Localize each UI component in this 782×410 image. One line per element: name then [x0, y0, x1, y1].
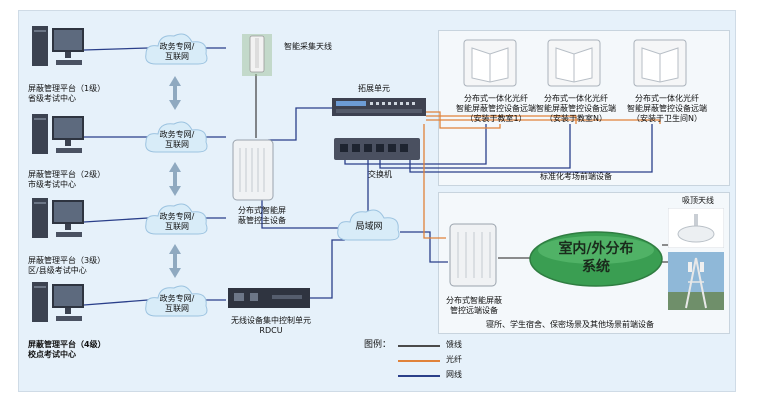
- remote-control-device-icon: [449, 223, 497, 287]
- platform-label-1: 屏蔽管理平台（1级） 省级考试中心: [28, 84, 105, 104]
- legend-label-network: 网线: [446, 370, 462, 379]
- platform-label-2: 屏蔽管理平台（2级） 市级考试中心: [28, 170, 105, 190]
- distribution-text: 系统: [582, 259, 610, 275]
- cloud-label-1: 政务专网/ 互联网: [142, 42, 212, 62]
- legend-label-fiber: 光纤: [446, 355, 462, 364]
- cloud-text: 互联网: [165, 304, 189, 313]
- computer-icon: [32, 114, 84, 154]
- remote-unit-text: 分布式一体化光纤: [544, 94, 608, 103]
- computer-icon: [32, 282, 84, 322]
- expansion-unit-label: 拓展单元: [358, 84, 390, 93]
- cloud-text: 互联网: [165, 52, 189, 61]
- collection-antenna-icon: [242, 34, 272, 76]
- distribution-system-shape: [529, 231, 663, 287]
- platform-level-text: 屏蔽管理平台（4级）: [28, 340, 106, 349]
- remote-unit-icon: [463, 39, 517, 87]
- legend-line-fiber: [398, 360, 440, 362]
- switch-icon: [334, 138, 420, 160]
- remote-unit-label-1: 分布式一体化光纤 智能屏蔽管控设备远端 （安装于教室1）: [448, 94, 544, 124]
- computer-icon: [32, 198, 84, 238]
- main-device-text: 蔽管控主设备: [238, 216, 286, 225]
- remote-unit-text: 分布式一体化光纤: [635, 94, 699, 103]
- platform-level-text: 屏蔽管理平台（3级）: [28, 256, 106, 265]
- antenna-label: 智能采集天线: [284, 42, 332, 51]
- remote-unit-text: 智能屏蔽管控设备远端: [627, 104, 707, 113]
- rdcu-icon: [228, 288, 310, 308]
- ceiling-antenna-icon: [668, 208, 724, 248]
- remote-unit-icon: [547, 39, 601, 87]
- cloud-text: 政务专网/: [159, 294, 195, 303]
- remote-unit-icon: [633, 39, 687, 87]
- rdcu-text: RDCU: [259, 326, 283, 335]
- cell-tower-icon: [668, 252, 724, 310]
- remote-ctrl-label: 分布式智能屏蔽 管控远端设备: [432, 296, 516, 316]
- remote-unit-text: 分布式一体化光纤: [464, 94, 528, 103]
- cloud-label-4: 政务专网/ 互联网: [142, 294, 212, 314]
- main-device-label: 分布式智能屏 蔽管控主设备: [224, 206, 300, 226]
- expansion-unit-icon: [332, 98, 426, 116]
- cloud-icon: [145, 33, 208, 65]
- cloud-icon: [145, 203, 208, 235]
- remote-unit-text: 智能屏蔽管控设备远端: [536, 104, 616, 113]
- remote-unit-text: （安装于教室N）: [545, 114, 607, 123]
- remote-ctrl-text: 管控远端设备: [450, 306, 498, 315]
- platform-center-text: 市级考试中心: [28, 180, 76, 189]
- computer-icon: [32, 26, 84, 66]
- platform-label-4: 屏蔽管理平台（4级） 校点考试中心: [28, 340, 106, 360]
- platform-level-text: 屏蔽管理平台（1级）: [28, 84, 106, 93]
- legend-line-feeder: [398, 345, 440, 347]
- remote-ctrl-text: 分布式智能屏蔽: [446, 296, 502, 305]
- rdcu-label: 无线设备集中控制单元 RDCU: [216, 316, 326, 336]
- remote-unit-text: （安装于卫生间N）: [632, 114, 702, 123]
- legend-label-feeder: 馈线: [446, 340, 462, 349]
- standard-front-label: 标准化考场前端设备: [540, 172, 612, 181]
- cloud-icon: [145, 121, 208, 153]
- platform-center-text: 省级考试中心: [28, 94, 76, 103]
- platform-label-3: 屏蔽管理平台（3级） 区/县级考试中心: [28, 256, 105, 276]
- remote-unit-label-3: 分布式一体化光纤 智能屏蔽管控设备远端 （安装于卫生间N）: [616, 94, 718, 124]
- distribution-system-label: 室内/外分布 系统: [528, 240, 664, 276]
- lan-label: 局域网: [355, 222, 383, 232]
- remote-unit-text: （安装于教室1）: [465, 114, 527, 123]
- cloud-text: 互联网: [165, 222, 189, 231]
- cloud-icon: [145, 285, 208, 317]
- switch-label: 交换机: [368, 170, 392, 179]
- main-control-device-icon: [232, 139, 274, 201]
- platform-level-text: 屏蔽管理平台（2级）: [28, 170, 106, 179]
- cloud-label-3: 政务专网/ 互联网: [142, 212, 212, 232]
- remote-unit-text: 智能屏蔽管控设备远端: [456, 104, 536, 113]
- platform-center-text: 校点考试中心: [28, 350, 76, 359]
- cloud-text: 政务专网/: [159, 212, 195, 221]
- distribution-text: 室内/外分布: [558, 241, 634, 257]
- legend-line-network: [398, 375, 440, 377]
- ceiling-antenna-label: 吸顶天线: [682, 196, 714, 205]
- remote-unit-label-2: 分布式一体化光纤 智能屏蔽管控设备远端 （安装于教室N）: [528, 94, 624, 124]
- cloud-text: 互联网: [165, 140, 189, 149]
- cloud-text: 政务专网/: [159, 42, 195, 51]
- rdcu-text: 无线设备集中控制单元: [231, 316, 311, 325]
- lan-cloud-icon: [337, 209, 400, 241]
- dorm-front-label: 寝所、学生宿舍、保密场景及其他场景前端设备: [486, 320, 654, 329]
- main-device-text: 分布式智能屏: [238, 206, 286, 215]
- legend-title: 图例：: [364, 340, 392, 350]
- platform-center-text: 区/县级考试中心: [28, 266, 87, 275]
- cloud-text: 政务专网/: [159, 130, 195, 139]
- cloud-label-2: 政务专网/ 互联网: [142, 130, 212, 150]
